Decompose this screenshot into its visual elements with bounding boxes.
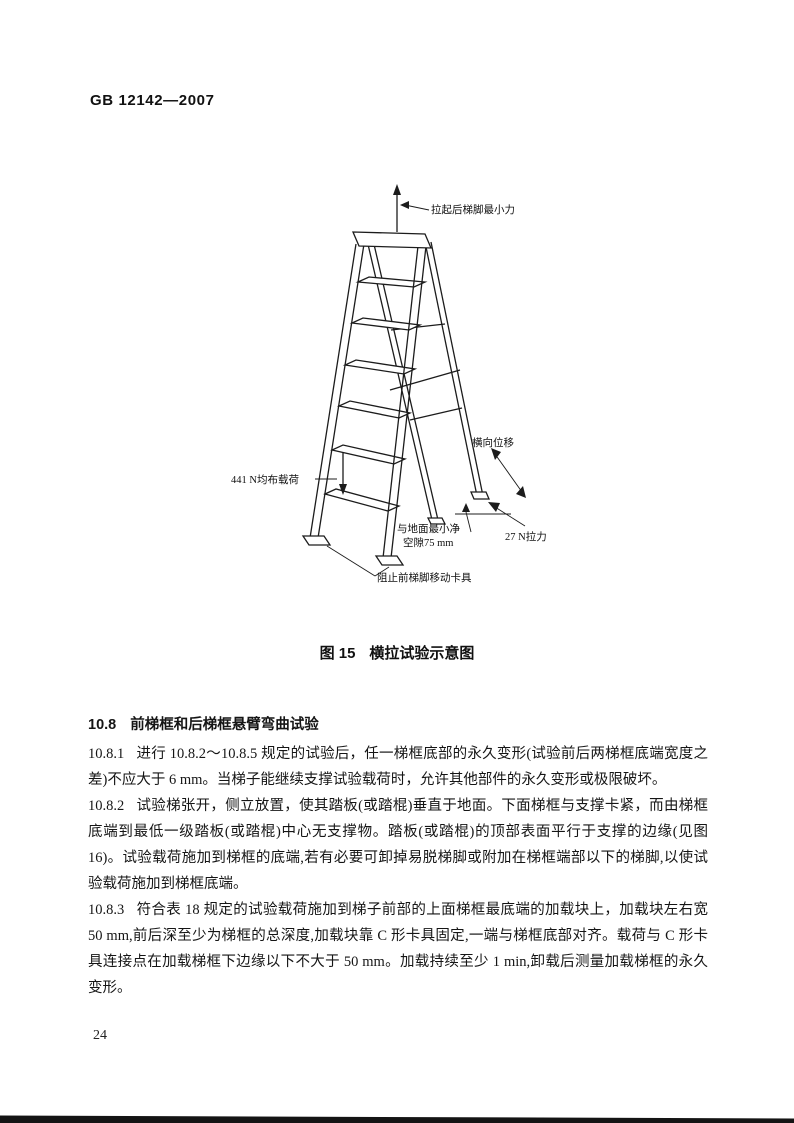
lateral-displacement-arrow — [490, 448, 526, 498]
figure-caption: 图 15 横拉试验示意图 — [0, 642, 794, 663]
pull-force-arrow — [487, 502, 525, 527]
clearance-arrow — [461, 503, 471, 533]
distributed-load-label: 441 N均布载荷 — [231, 474, 299, 486]
paragraph-text: 试验梯张开，侧立放置，使其踏板(或踏棍)垂直于地面。下面梯框与支撑卡紧，而由梯框… — [88, 798, 708, 892]
figure-caption-number: 图 15 — [319, 645, 356, 662]
figure-15: 拉起后梯脚最小力 441 N均布载荷 横向位移 27 N拉力 — [0, 180, 794, 597]
ladder-rear-frame — [365, 239, 484, 521]
clearance-label-line1: 与地面最小净 — [397, 522, 460, 535]
section-heading-title: 前梯框和后梯框悬臂弯曲试验 — [130, 717, 319, 733]
clearance-label-line2: 空隙75 mm — [403, 536, 453, 549]
distributed-load-arrow — [314, 452, 347, 495]
ladder-front-rails — [308, 243, 427, 559]
figure-caption-title: 横拉试验示意图 — [369, 645, 475, 662]
page-number: 24 — [93, 1028, 107, 1043]
ladder-feet — [301, 491, 511, 566]
scan-edge-artifact — [0, 1115, 794, 1123]
lateral-displacement-label: 横向位移 — [472, 436, 514, 449]
standard-number: GB 12142—2007 — [90, 92, 215, 109]
lift-force-label: 拉起后梯脚最小力 — [431, 203, 515, 216]
ladder-test-diagram: 拉起后梯脚最小力 441 N均布载荷 横向位移 27 N拉力 — [231, 184, 547, 584]
fixture-leader — [326, 545, 389, 577]
ladder-top-cap — [351, 231, 432, 249]
pull-force-label: 27 N拉力 — [505, 530, 547, 543]
paragraph-number: 10.8.3 — [88, 902, 125, 918]
paragraph-number: 10.8.1 — [88, 746, 125, 762]
paragraph-text: 符合表 18 规定的试验载荷施加到梯子前部的上面梯框最底端的加载块上，加载块左右… — [88, 902, 708, 996]
paragraph-number: 10.8.2 — [88, 798, 125, 814]
paragraph-text: 进行 10.8.2～10.8.5 规定的试验后，任一梯框底部的永久变形(试验前后… — [88, 746, 708, 788]
fixture-label: 阻止前梯脚移动卡具 — [377, 571, 472, 584]
section-heading: 10.8 前梯框和后梯框悬臂弯曲试验 — [88, 712, 708, 738]
ladder-steps — [322, 276, 428, 512]
lift-force-arrow — [392, 184, 429, 232]
section-heading-number: 10.8 — [88, 717, 117, 733]
